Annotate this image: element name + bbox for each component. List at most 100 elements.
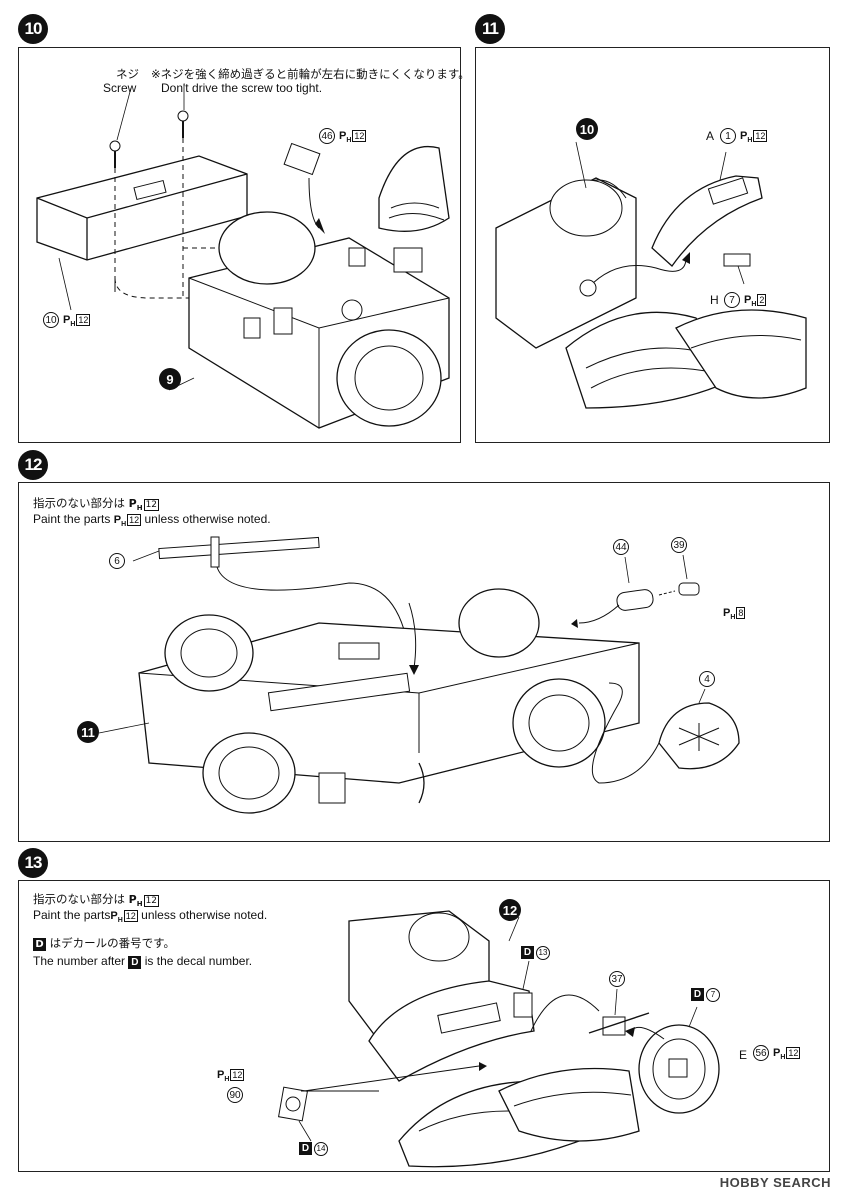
decal-icon: D bbox=[299, 1142, 312, 1155]
step-10-screw-label-en: Screw bbox=[103, 81, 137, 95]
part-37-label: 37 bbox=[609, 971, 625, 987]
paint-num: 12 bbox=[123, 910, 138, 922]
paint-num: 8 bbox=[736, 607, 746, 619]
decal-13-number: 13 bbox=[536, 946, 550, 960]
paint-code: P bbox=[110, 910, 118, 922]
decal-icon: D bbox=[33, 938, 46, 951]
step-12-note-en-text: Paint the parts bbox=[33, 512, 111, 526]
step-13-decal-jp: D はデカールの番号です。 bbox=[33, 935, 175, 951]
step-12-note-jp-text: 指示のない部分は bbox=[33, 496, 125, 510]
paint-sub: H bbox=[747, 137, 753, 145]
part-90-label: 90 bbox=[227, 1087, 243, 1103]
paint-num: 2 bbox=[757, 294, 767, 306]
paint-sub: H bbox=[70, 321, 76, 329]
paint-sub: H bbox=[346, 137, 352, 145]
part-44-label: 44 bbox=[613, 539, 629, 555]
paint-sub: H bbox=[117, 917, 123, 925]
paint-code: P bbox=[339, 130, 347, 142]
step-13-decal-en-a: The number after bbox=[33, 954, 126, 968]
decal-icon: D bbox=[128, 956, 142, 969]
decal-icon: D bbox=[521, 946, 534, 959]
part-6-label: 6 bbox=[109, 553, 125, 569]
decal-7-number: 7 bbox=[706, 988, 720, 1002]
paint-code: P bbox=[723, 607, 731, 619]
part-46-label: 46 bbox=[319, 128, 335, 144]
step-12-illustration bbox=[98, 536, 740, 814]
paint-num: 12 bbox=[76, 314, 91, 326]
part-10-label: 10 bbox=[43, 312, 59, 328]
paint-code: P bbox=[217, 1069, 225, 1081]
step-13-decal-jp-text: はデカールの番号です。 bbox=[49, 936, 176, 950]
step-13-note-en-text: Paint the parts bbox=[33, 908, 111, 922]
part-9-label: 9 bbox=[159, 368, 181, 390]
step-13-badge: 13 bbox=[18, 848, 48, 878]
paint-code: P bbox=[773, 1047, 781, 1059]
step-13-note-en-tail: unless otherwise noted. bbox=[141, 908, 268, 922]
part-39-label: 39 bbox=[671, 537, 687, 553]
paint-sub: H bbox=[121, 521, 127, 529]
paint-sub: H bbox=[136, 504, 143, 513]
step-11-badge: 11 bbox=[475, 14, 505, 44]
part-7-label: 7 bbox=[724, 292, 740, 308]
step-13-illustration bbox=[277, 910, 720, 1168]
paint-num: 12 bbox=[143, 895, 160, 907]
paint-sub: H bbox=[780, 1054, 786, 1062]
part-11-label: 11 bbox=[77, 721, 99, 743]
decal-icon: D bbox=[691, 988, 704, 1001]
step-12-badge: 12 bbox=[18, 450, 48, 480]
step-10-panel: ネジ Screw ※ネジを強く締め過ぎると前輪が左右に動きにくくなります。 Do… bbox=[18, 47, 470, 443]
part-h-letter: H bbox=[710, 293, 719, 307]
paint-num: 12 bbox=[143, 499, 160, 511]
paint-num: 12 bbox=[753, 130, 768, 142]
step-10-screw-label-jp: ネジ bbox=[116, 67, 139, 81]
paint-code: P bbox=[128, 893, 137, 906]
decal-14-number: 14 bbox=[314, 1142, 328, 1156]
step-11-illustration bbox=[495, 141, 807, 409]
paint-code: P bbox=[113, 514, 122, 526]
step-13-decal-en: The number after D is the decal number. bbox=[33, 953, 252, 969]
step-12-note-en-tail: unless otherwise noted. bbox=[144, 512, 271, 526]
watermark: HOBBY SEARCH bbox=[719, 1175, 831, 1190]
step-13-decal-en-b: is the decal number. bbox=[144, 954, 253, 968]
paint-sub: H bbox=[136, 900, 143, 909]
part-12-label: 12 bbox=[499, 899, 521, 921]
paint-code: P bbox=[128, 497, 137, 510]
step-10-illustration bbox=[36, 84, 450, 429]
paint-sub: H bbox=[751, 301, 757, 309]
part-4-label: 4 bbox=[699, 671, 715, 687]
paint-num: 12 bbox=[127, 514, 142, 526]
paint-num: 12 bbox=[230, 1069, 245, 1081]
paint-num: 12 bbox=[786, 1047, 801, 1059]
paint-code: P bbox=[740, 130, 748, 142]
part-1-label: 1 bbox=[720, 128, 736, 144]
step-13-note-jp-text: 指示のない部分は bbox=[33, 892, 125, 906]
part-a-letter: A bbox=[706, 129, 715, 143]
part-e-letter: E bbox=[739, 1048, 748, 1062]
step-10-badge: 10 bbox=[18, 14, 48, 44]
part-10-label: 10 bbox=[576, 118, 598, 140]
paint-sub: H bbox=[730, 614, 736, 622]
paint-sub: H bbox=[224, 1076, 230, 1084]
part-56-label: 56 bbox=[753, 1045, 769, 1061]
paint-code: P bbox=[63, 314, 71, 326]
paint-num: 12 bbox=[352, 130, 367, 142]
